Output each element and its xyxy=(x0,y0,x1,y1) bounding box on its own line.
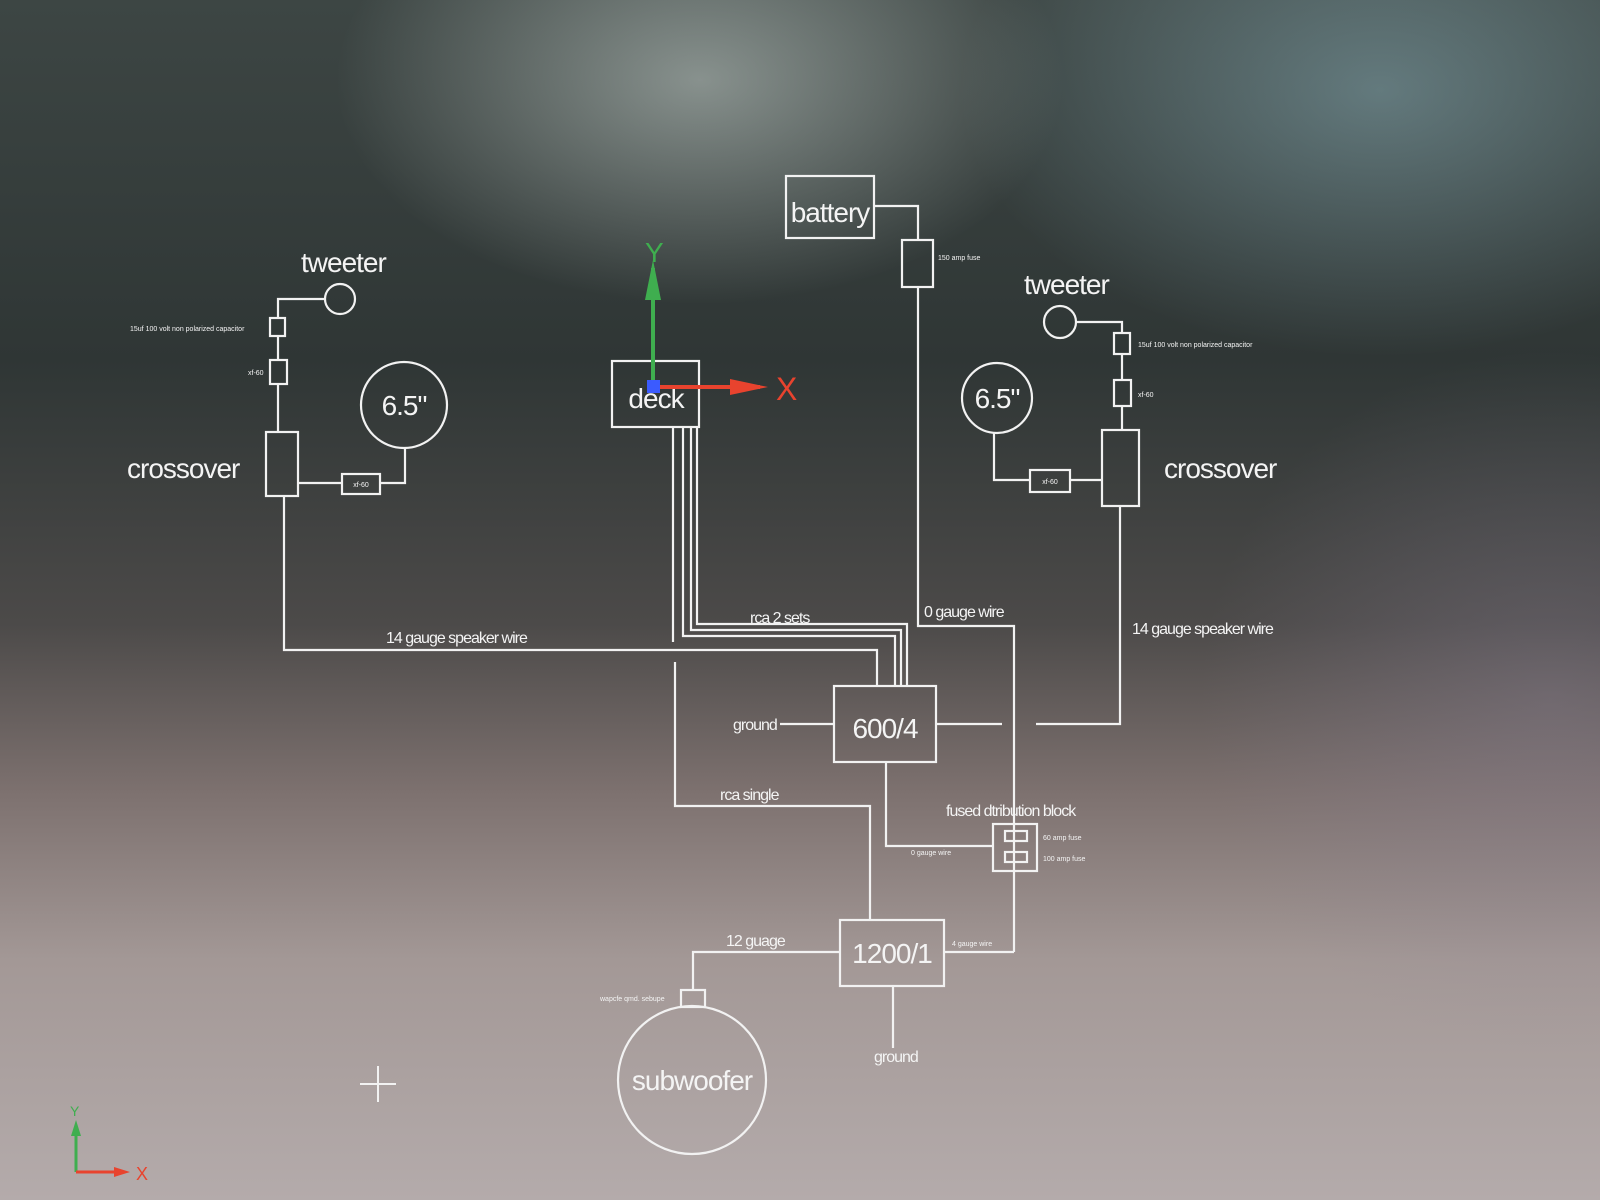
battery-fuse[interactable] xyxy=(900,238,935,289)
sub-part[interactable] xyxy=(679,988,707,1009)
ucs-y-arrow-icon xyxy=(645,260,661,300)
left-tweeter-label: tweeter xyxy=(301,247,386,278)
sub-wire[interactable] xyxy=(691,950,840,990)
mini-ucs-x-label: X xyxy=(136,1164,148,1184)
subwoofer-label: subwoofer xyxy=(632,1065,753,1096)
right-crossover-label: crossover xyxy=(1164,453,1277,484)
subwoofer-symbol[interactable] xyxy=(616,1004,768,1156)
power-wire-label: 0 gauge wire xyxy=(924,604,1005,621)
mono-ground-label: ground xyxy=(874,1049,918,1066)
right-woofer-symbol[interactable] xyxy=(960,361,1034,435)
right-speaker-wire[interactable] xyxy=(1036,506,1122,726)
mini-ucs-x-arrow-icon xyxy=(114,1167,130,1177)
right-inline-part-label: xf-60 xyxy=(1138,392,1154,399)
amp-1200-1-label: 1200/1 xyxy=(852,938,932,969)
right-crossover-box[interactable] xyxy=(1100,428,1141,508)
sub-part-note: wapcfe qmd. sebupe xyxy=(599,996,665,1003)
amp-power-wire-label: 0 gauge wire xyxy=(911,850,951,857)
battery-wire xyxy=(874,204,920,240)
mini-ucs-y-label: Y xyxy=(70,1103,80,1119)
dist-fuse-1-icon xyxy=(1003,829,1029,843)
left-capacitor[interactable] xyxy=(268,316,287,338)
right-woofer-size: 6.5" xyxy=(975,383,1020,414)
amp-600-4-label: 600/4 xyxy=(852,713,917,744)
dist-fuse-2-label: 100 amp fuse xyxy=(1043,856,1086,863)
battery-fuse-label: 150 amp fuse xyxy=(938,255,981,262)
dist-fuse-1-label: 60 amp fuse xyxy=(1043,835,1082,842)
right-tweeter-symbol[interactable] xyxy=(1042,304,1078,340)
left-speaker-wire[interactable] xyxy=(282,496,879,686)
dist-block-box[interactable] xyxy=(991,822,1039,873)
rca-single-wire[interactable] xyxy=(673,662,872,920)
right-woofer-part-label: xf-60 xyxy=(1042,479,1058,486)
left-woofer-size: 6.5" xyxy=(382,390,427,421)
dist-fuse-2-icon xyxy=(1003,850,1029,864)
right-tweeter-label: tweeter xyxy=(1024,269,1109,300)
dist-block-label: fused dtribution block xyxy=(946,803,1077,820)
right-speaker-wire-label: 14 gauge speaker wire xyxy=(1132,621,1274,638)
right-capacitor[interactable] xyxy=(1112,331,1132,356)
power-wire[interactable] xyxy=(916,287,1016,952)
left-capacitor-note: 15uf 100 volt non polarized capacitor xyxy=(130,326,245,333)
right-capacitor-note: 15uf 100 volt non polarized capacitor xyxy=(1138,342,1253,349)
amp-power-wire[interactable] xyxy=(884,762,993,848)
right-inline-part[interactable] xyxy=(1112,378,1133,408)
ucs-x-label: X xyxy=(776,371,797,407)
right-woofer-wire xyxy=(992,433,1030,482)
rca-2-sets-label: rca 2 sets xyxy=(750,610,810,627)
rca-single-label: rca single xyxy=(720,787,780,804)
ucs-z-marker-icon xyxy=(647,380,660,393)
left-woofer-part-label: xf-60 xyxy=(353,482,369,489)
battery-label: battery xyxy=(791,197,871,228)
ucs-x-arrow-icon xyxy=(730,379,768,395)
mono-power-wire-label: 4 gauge wire xyxy=(952,941,992,948)
right-tweeter-wire xyxy=(1076,320,1124,333)
ucs-y-label: Y xyxy=(645,237,664,268)
left-inline-part[interactable] xyxy=(268,358,289,386)
left-tweeter-symbol[interactable] xyxy=(323,282,357,316)
left-crossover-box[interactable] xyxy=(264,430,300,498)
left-crossover-label: crossover xyxy=(127,453,240,484)
left-tweeter-wire xyxy=(276,297,325,318)
sub-wire-label: 12 guage xyxy=(726,933,786,950)
left-speaker-wire-label: 14 gauge speaker wire xyxy=(386,630,528,647)
rca-2-sets-wire-a[interactable] xyxy=(681,427,897,686)
amp-ground-label: ground xyxy=(733,717,777,734)
rca-2-sets-wire-b[interactable] xyxy=(689,427,903,686)
left-inline-part-label: xf-60 xyxy=(248,370,264,377)
mini-ucs-y-arrow-icon xyxy=(71,1120,81,1136)
deck-box[interactable] xyxy=(610,359,701,429)
left-woofer-wire xyxy=(380,448,407,485)
rca-2-sets-wire-c[interactable] xyxy=(695,427,909,686)
